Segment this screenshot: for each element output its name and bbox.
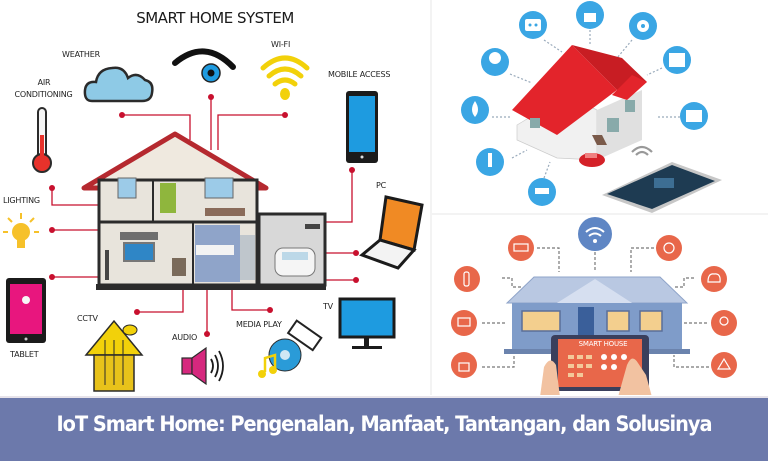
label-media-play: MEDIA PLAY (236, 320, 282, 329)
laptop-icon (359, 195, 424, 270)
label-pc: PC (376, 181, 387, 190)
connector-dots (49, 94, 359, 337)
isometric-house-diagram (461, 1, 722, 213)
label-weather: WEATHER (62, 50, 100, 59)
cctv-house-icon (84, 319, 144, 392)
eye-icon (172, 48, 236, 83)
orange-icon-circles (451, 235, 737, 378)
label-mobile-access: MOBILE ACCESS (328, 70, 391, 79)
label-tablet: TABLET (10, 350, 39, 359)
label-cctv: CCTV (77, 314, 98, 323)
label-lighting: LIGHTING (3, 196, 40, 205)
banner-title: IoT Smart Home: Pengenalan, Manfaat, Tan… (56, 412, 713, 436)
isometric-smart-home-illustration (430, 0, 768, 213)
label-air-1: AIR (37, 78, 51, 87)
label-tv: TV (323, 302, 333, 311)
label-wifi: WI-FI (271, 40, 291, 49)
icon-glyphs (472, 13, 702, 194)
smart-house-tablet-label: SMART HOUSE (578, 340, 628, 348)
light-bulb-icon (3, 213, 39, 248)
tv-icon (338, 297, 396, 349)
speaker-icon (181, 346, 224, 386)
flat-smart-house-illustration: SMART HOUSE (430, 213, 768, 395)
infographic-title: SMART HOME SYSTEM (136, 9, 294, 27)
thermometer-icon (32, 107, 52, 173)
label-audio: AUDIO (172, 333, 198, 342)
connector-lines (51, 97, 356, 334)
house-cutaway (81, 131, 327, 290)
weather-cloud-icon (83, 66, 154, 103)
smart-home-diagram (3, 48, 424, 392)
tablet-icon (6, 278, 46, 343)
wifi-icon (260, 55, 310, 87)
smart-home-system-infographic: SMART HOME SYSTEM (0, 0, 430, 395)
label-air-2: CONDITIONING (14, 90, 73, 99)
flat-house-diagram (451, 217, 737, 395)
media-play-icon (258, 319, 323, 378)
title-banner: IoT Smart Home: Pengenalan, Manfaat, Tan… (0, 396, 768, 461)
mobile-phone-icon (346, 91, 378, 163)
